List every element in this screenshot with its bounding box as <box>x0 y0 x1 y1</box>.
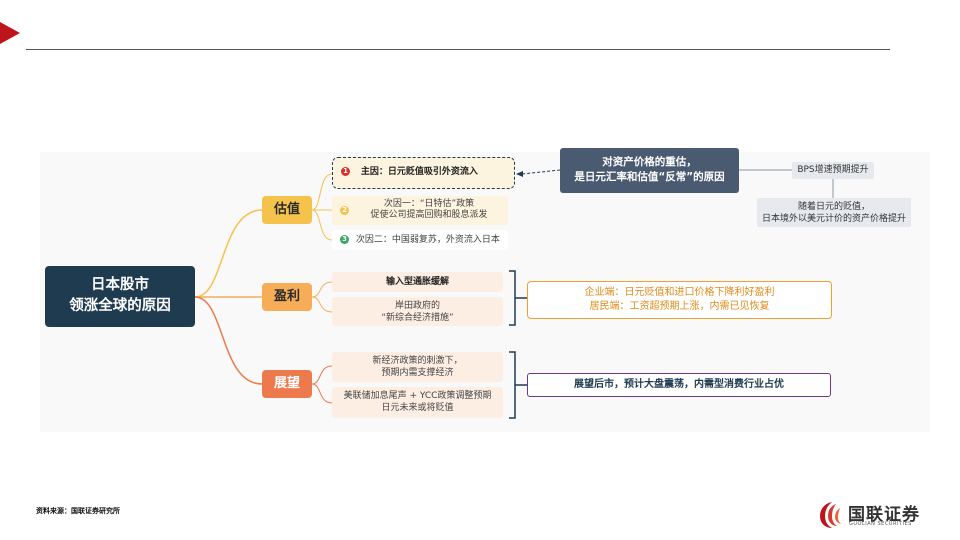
leaf-valuation-second-line1: 次因一：“日特估”政策 <box>383 199 475 209</box>
root-line2: 领涨全球的原因 <box>69 298 171 314</box>
bullet-1-icon: 1 <box>341 167 350 176</box>
source-note: 资料来源：国联证券研究所 <box>36 507 120 515</box>
leaf-valuation-third-text: 次因二：中国弱复苏，外资流入日本 <box>355 235 500 245</box>
bps-note: BPS增速预期提升 <box>792 162 874 179</box>
profit-summary-line2: 居民端：工资超预期上涨，内需已见恢复 <box>589 301 770 312</box>
outlook-summary: 展望后市，预计大盘震荡，内需型消费行业占优 <box>527 373 831 397</box>
exchange-note: 随着日元的贬值， 日本境外以美元计价的资产价格提升 <box>757 198 911 227</box>
leaf-valuation-main-text: 主因：日元贬值吸引外资流入 <box>360 167 478 177</box>
branch-profit: 盈利 <box>262 283 312 311</box>
leaf-outlook-economy: 新经济政策的刺激下， 预期内需支撑经济 <box>332 352 503 382</box>
valuation-callout-line1: 对资产价格的重估， <box>602 156 697 168</box>
leaf-outlook-fed-line1: 美联储加息尾声 + YCC政策调整预期 <box>343 391 492 401</box>
triangle-marker-icon <box>0 22 20 44</box>
root-line1: 日本股市 <box>91 277 149 293</box>
profit-summary-line1: 企业端：日元贬值和进口价格下降利好盈利 <box>584 287 775 298</box>
exchange-note-line1: 随着日元的贬值， <box>797 202 870 212</box>
leaf-profit-inflation: 输入型通胀缓解 <box>332 272 503 292</box>
bullet-3-icon: 3 <box>340 235 349 244</box>
exchange-note-line2: 日本境外以美元计价的资产价格提升 <box>761 214 906 224</box>
valuation-callout: 对资产价格的重估， 是日元汇率和估值“反常”的原因 <box>560 148 739 193</box>
leaf-profit-policy-line1: 岸田政府的 <box>394 301 440 311</box>
leaf-valuation-second: 2 次因一：“日特估”政策 促使公司提高回购和股息派发 <box>332 196 508 225</box>
leaf-profit-policy: 岸田政府的 “新综合经济措施” <box>332 297 503 326</box>
root-node: 日本股市 领涨全球的原因 <box>45 266 195 327</box>
leaf-valuation-third: 3 次因二：中国弱复苏，外资流入日本 <box>332 230 508 250</box>
leaf-valuation-second-line2: 促使公司提高回购和股息派发 <box>370 210 488 220</box>
profit-summary: 企业端：日元贬值和进口价格下降利好盈利 居民端：工资超预期上涨，内需已见恢复 <box>527 281 832 319</box>
leaf-outlook-economy-line1: 新经济政策的刺激下， <box>372 356 463 366</box>
leaf-outlook-economy-line2: 预期内需支撑经济 <box>381 368 454 378</box>
header-divider <box>26 49 890 50</box>
guolian-logo-icon <box>820 502 841 528</box>
bullet-2-icon: 2 <box>340 206 349 215</box>
valuation-callout-line2: 是日元汇率和估值“反常”的原因 <box>574 171 725 183</box>
leaf-profit-policy-line2: “新综合经济措施” <box>381 313 454 323</box>
logo-text: 国联证券 <box>848 505 920 525</box>
leaf-outlook-fed-line2: 日元未来或将贬值 <box>381 403 454 413</box>
logo-subtitle: GUOLIAN SECURITIES <box>849 521 912 527</box>
branch-outlook: 展望 <box>262 370 312 398</box>
branch-valuation: 估值 <box>262 196 312 224</box>
leaf-outlook-fed: 美联储加息尾声 + YCC政策调整预期 日元未来或将贬值 <box>332 387 503 418</box>
leaf-valuation-main: 1 主因：日元贬值吸引外资流入 <box>332 157 515 189</box>
